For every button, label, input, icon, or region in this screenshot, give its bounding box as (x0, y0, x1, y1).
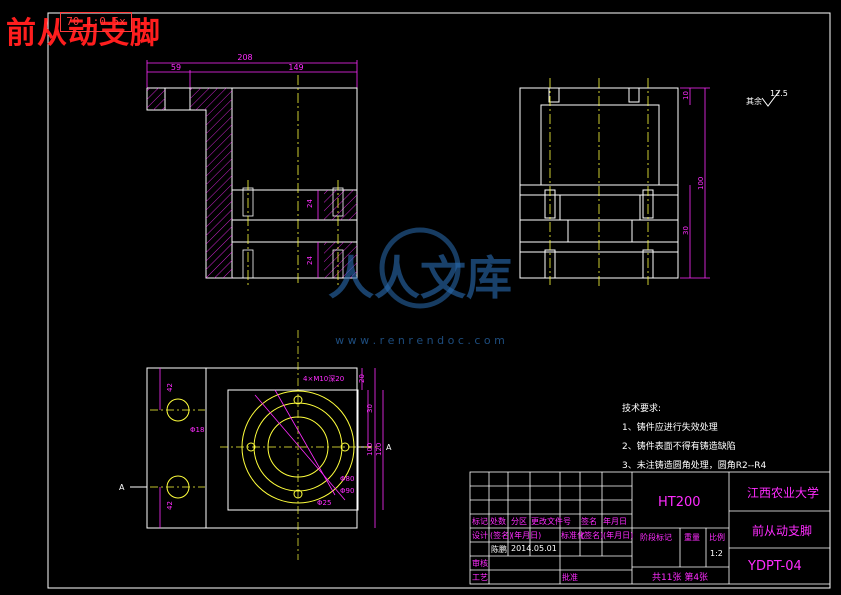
drawing-number: YDPT-04 (748, 559, 802, 574)
drawing-frame (47, 12, 831, 589)
dim-plan-holes: 4×M10深20 (303, 374, 344, 383)
header-count: 处数 (490, 517, 506, 526)
school-name: 江西农业大学 (747, 486, 820, 500)
section-mark-left: A (119, 483, 125, 492)
side-view: 10 100 30 (519, 78, 710, 288)
dim-front-total: 208 (237, 53, 252, 62)
roughness-value: 12.5 (770, 89, 788, 98)
header-sign: 签名 (581, 517, 597, 526)
stage-label: 阶段标记 (640, 533, 672, 542)
dim-plan-left-bot: 42 (166, 501, 174, 510)
front-view: 208 59 149 24 24 (146, 53, 358, 285)
plan-view: 42 42 20 30 100 120 4×M10深20 Φ18 Φ80 Φ90… (119, 330, 392, 560)
header-zone: 分区 (511, 517, 527, 526)
dim-front-right: 149 (288, 63, 303, 72)
header-change: 更改文件号 (531, 517, 571, 526)
page-title: 前从动支脚 (6, 16, 161, 51)
notes-heading: 技术要求: (622, 404, 662, 414)
roughness-symbol: 其余 12.5 (746, 89, 788, 107)
dim-side-total: 100 (697, 177, 705, 190)
dim-front-mid: 24 (306, 199, 314, 208)
dim-side-top: 10 (682, 91, 690, 100)
title-block-grid (469, 471, 831, 585)
design-date: (年月日) (511, 531, 542, 540)
dim-plan-right-top: 20 (358, 374, 366, 383)
dim-plan-right-mid: 30 (366, 404, 374, 413)
scale-value: 1:2 (710, 549, 723, 558)
notes-item-3: 3、未注铸造圆角处理，圆角R2--R4 (622, 461, 767, 471)
standard-sign: (签名) (581, 531, 604, 540)
design-sign: (签名) (490, 531, 513, 540)
review-label: 审核 (472, 559, 488, 568)
weight-label: 重量 (684, 533, 700, 542)
design-label: 设计 (472, 531, 488, 540)
header-date: 年月日 (603, 517, 627, 526)
designer-name: 陈鹏 (491, 545, 507, 554)
roughness-label: 其余 (746, 96, 762, 106)
technical-notes: 技术要求: 1、铸件应进行失效处理 2、铸件表面不得有铸造缺陷 3、未注铸造圆角… (622, 400, 766, 476)
design-date-value: 2014.05.01 (511, 544, 557, 553)
notes-item-2: 2、铸件表面不得有铸造缺陷 (622, 442, 736, 452)
title-tag: 70 1:0.5x (60, 12, 132, 32)
dim-plan-dia-80: Φ80 (340, 475, 354, 483)
section-mark-right: A (386, 443, 392, 452)
dim-front-low: 24 (306, 256, 314, 265)
dim-plan-dia-25: Φ25 (317, 499, 331, 507)
dim-plan-right-h2: 120 (375, 443, 383, 456)
standard-date: (年月日) (603, 531, 634, 540)
dim-plan-left-top: 42 (166, 383, 174, 392)
dim-plan-right-h1: 100 (366, 443, 374, 456)
dim-plan-dia-90: Φ90 (340, 487, 354, 495)
standard-label: 标准化 (561, 531, 585, 540)
process-label: 工艺 (472, 573, 488, 582)
part-name: 前从动支脚 (752, 524, 813, 538)
material: HT200 (658, 495, 701, 510)
approve-label: 批准 (562, 573, 578, 582)
scale-label: 比例 (709, 533, 725, 542)
notes-item-1: 1、铸件应进行失效处理 (622, 423, 718, 433)
dim-plan-small-dia: Φ18 (190, 426, 204, 434)
header-mark: 标记 (472, 517, 488, 526)
dim-side-low: 30 (682, 226, 690, 235)
sheet-count: 共11张 第4张 (652, 573, 709, 583)
dim-front-left: 59 (171, 63, 181, 72)
